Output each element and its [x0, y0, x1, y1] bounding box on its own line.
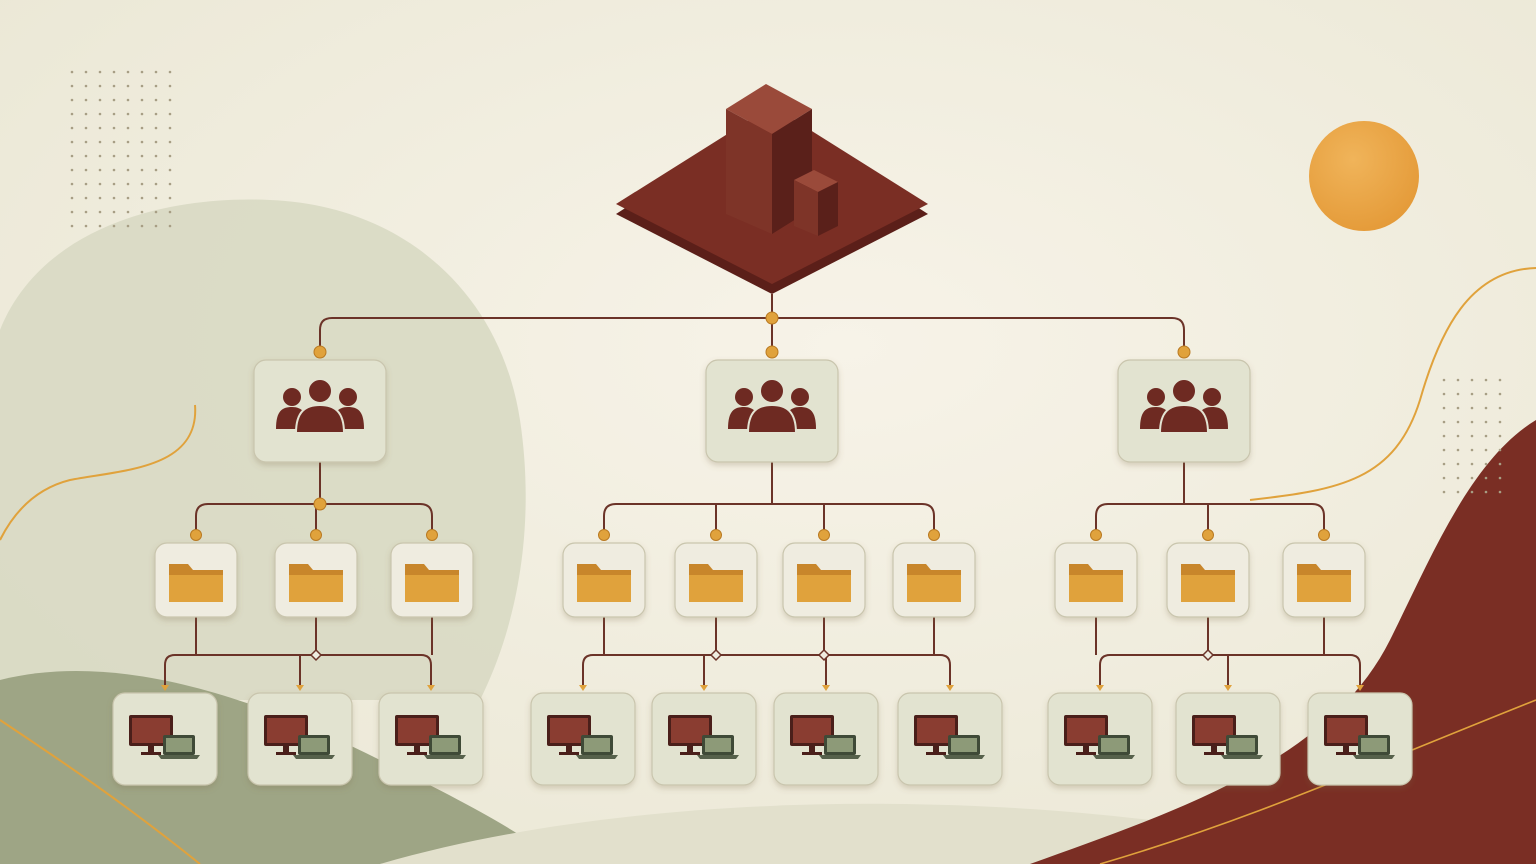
group-1-device-junction-2 — [309, 648, 323, 662]
group-3-folder-1-dot — [1090, 529, 1102, 541]
group-3-device-1-arrow — [1096, 685, 1104, 691]
device-node-2-3[interactable] — [773, 692, 879, 786]
bottom-right-curve — [1099, 699, 1536, 864]
folder-icon — [169, 564, 223, 602]
root-branch — [319, 317, 1185, 352]
group-2-device-2-arrow — [700, 685, 708, 691]
device-node-1-2[interactable] — [247, 692, 353, 786]
group-1-folder-1-dot — [190, 529, 202, 541]
folder-icon — [1181, 564, 1235, 602]
left-curve — [0, 404, 197, 541]
folder-icon — [1069, 564, 1123, 602]
group-3-folder-3-dot — [1318, 529, 1330, 541]
group-2-device-junction-2 — [709, 648, 723, 662]
group-2-device-1-arrow — [579, 685, 587, 691]
folder-node-2-3[interactable] — [782, 542, 866, 618]
folder-icon — [689, 564, 743, 602]
folder-node-2-4[interactable] — [892, 542, 976, 618]
group-2-device-bar — [582, 654, 951, 687]
device-node-1-1[interactable] — [112, 692, 218, 786]
folder-icon — [289, 564, 343, 602]
group-2-folder-bar — [603, 503, 935, 535]
group-2-folder-1-dot — [598, 529, 610, 541]
device-node-2-4[interactable] — [897, 692, 1003, 786]
group-3-device-bar — [1099, 654, 1361, 687]
desktop-laptop-icon — [668, 715, 739, 759]
folder-icon — [577, 564, 631, 602]
group-node-1[interactable] — [253, 359, 387, 463]
bottom-left-curve — [0, 719, 201, 864]
folder-icon — [1297, 564, 1351, 602]
bottom-hill — [380, 803, 1150, 864]
desktop-laptop-icon — [790, 715, 861, 759]
group-3-device-junction-2 — [1201, 648, 1215, 662]
dot-grid-left — [68, 60, 180, 232]
group-2-device-4-arrow — [946, 685, 954, 691]
sun — [1309, 121, 1419, 231]
folder-node-3-2[interactable] — [1166, 542, 1250, 618]
group-3-device-2-arrow — [1224, 685, 1232, 691]
root-building-icon — [616, 84, 928, 294]
group-node-2[interactable] — [705, 359, 839, 463]
group-3-device-3-arrow — [1356, 685, 1364, 691]
group-2-folder-3-dot — [818, 529, 830, 541]
group-1-device-bar — [164, 654, 432, 687]
device-node-3-2[interactable] — [1175, 692, 1281, 786]
folder-node-2-2[interactable] — [674, 542, 758, 618]
folder-node-1-2[interactable] — [274, 542, 358, 618]
device-node-1-3[interactable] — [378, 692, 484, 786]
group-1-folder-3-dot — [426, 529, 438, 541]
group-1-device-2-arrow — [296, 685, 304, 691]
nodes-layer — [112, 84, 1413, 786]
desktop-laptop-icon — [914, 715, 985, 759]
desktop-laptop-icon — [547, 715, 618, 759]
user-group-icon — [728, 378, 816, 434]
group-node-3[interactable] — [1117, 359, 1251, 463]
group-1-device-1-arrow — [161, 685, 169, 691]
desktop-laptop-icon — [1324, 715, 1395, 759]
root-junction-dot — [765, 311, 779, 325]
group-2-device-3-arrow — [822, 685, 830, 691]
user-group-icon — [1140, 378, 1228, 434]
group-2-folder-4-dot — [928, 529, 940, 541]
group-3-folder-bar — [1095, 503, 1325, 535]
group-3-folder-2-dot — [1202, 529, 1214, 541]
connectors-layer — [161, 294, 1364, 691]
dot-grid-right — [1432, 368, 1502, 498]
desktop-laptop-icon — [129, 715, 200, 759]
device-node-3-3[interactable] — [1307, 692, 1413, 786]
group-2-top-dot — [765, 345, 779, 359]
desktop-laptop-icon — [395, 715, 466, 759]
group-3-top-dot — [1177, 345, 1191, 359]
folder-icon — [797, 564, 851, 602]
user-group-icon — [276, 378, 364, 434]
desktop-laptop-icon — [1064, 715, 1135, 759]
desktop-laptop-icon — [264, 715, 335, 759]
group-2-device-junction-3 — [817, 648, 831, 662]
folder-icon — [907, 564, 961, 602]
folder-node-1-3[interactable] — [390, 542, 474, 618]
group-2-folder-2-dot — [710, 529, 722, 541]
device-node-3-1[interactable] — [1047, 692, 1153, 786]
group-1-folder-2-dot — [310, 529, 322, 541]
folder-node-1-1[interactable] — [154, 542, 238, 618]
folder-node-2-1[interactable] — [562, 542, 646, 618]
group-1-folder-junction — [313, 497, 327, 511]
group-1-top-dot — [313, 345, 327, 359]
device-node-2-1[interactable] — [530, 692, 636, 786]
device-node-2-2[interactable] — [651, 692, 757, 786]
group-1-device-3-arrow — [427, 685, 435, 691]
desktop-laptop-icon — [1192, 715, 1263, 759]
folder-node-3-1[interactable] — [1054, 542, 1138, 618]
folder-icon — [405, 564, 459, 602]
folder-node-3-3[interactable] — [1282, 542, 1366, 618]
right-hill-curve — [1249, 267, 1536, 501]
